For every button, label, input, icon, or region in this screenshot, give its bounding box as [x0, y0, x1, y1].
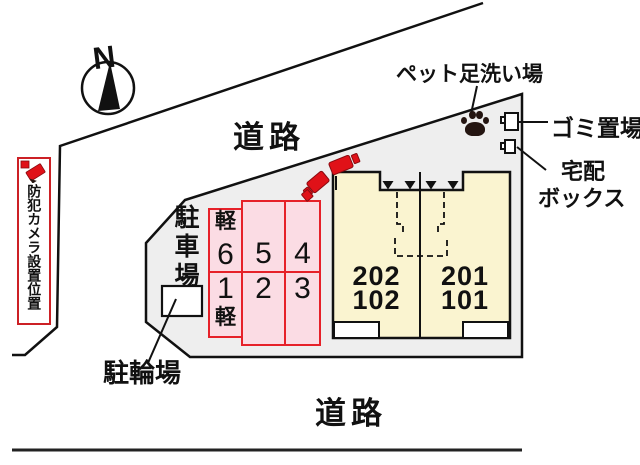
bicycle-leader-line — [147, 298, 177, 364]
garbage-marker-icon — [500, 112, 519, 131]
lot-boundary-line — [12, 1, 484, 357]
parking-number-2: 2 — [255, 272, 272, 305]
entrance-arrow-icons — [382, 181, 459, 190]
parking-cell-1 — [208, 271, 243, 338]
road-label-top: 道路 — [233, 120, 305, 155]
unit-label-right: 201 101 — [420, 261, 510, 315]
delivery-box-label-line2: ボックス — [538, 186, 626, 211]
parking-space-cells — [208, 200, 321, 346]
parking-number-3: 3 — [294, 272, 311, 305]
porch-right — [462, 321, 509, 339]
parking-number-5: 5 — [255, 237, 272, 270]
parking-tag-kei-top: 軽 — [215, 210, 236, 233]
security-camera-legend-label: 防犯カメラ設置位置 — [26, 184, 43, 310]
road-label-bottom: 道路 — [315, 396, 387, 431]
paw-icon — [461, 111, 489, 138]
unit-right-line1: 201 — [440, 261, 490, 291]
compass-north-label: N — [90, 38, 118, 77]
parking-cell-2 — [241, 271, 286, 346]
parking-number-1: 1 — [217, 272, 234, 305]
delivery-leader-line — [516, 146, 547, 171]
parking-number-6: 6 — [217, 238, 234, 271]
bicycle-parking-label: 駐輪場 — [103, 358, 182, 388]
security-camera-legend: 防犯カメラ設置位置 — [17, 157, 51, 325]
unit-label-left: 202 102 — [333, 261, 420, 315]
leader-lines — [147, 85, 548, 364]
parking-lot-label: 駐車場 — [171, 204, 199, 291]
pet-wash-label: ペット足洗い場 — [396, 63, 543, 86]
building-footprint — [331, 170, 512, 340]
unit-left-line2: 102 — [352, 285, 401, 315]
legend-camera-icon — [20, 160, 46, 183]
garbage-label: ゴミ置場 — [551, 115, 640, 141]
parking-cell-4 — [284, 200, 321, 273]
security-camera-icons — [301, 153, 361, 202]
stairwell-dashed-outline — [394, 192, 448, 257]
bicycle-parking-rect — [160, 284, 204, 318]
delivery-box-label-line1: 宅配 — [561, 159, 606, 184]
delivery-box-marker-icon — [500, 139, 516, 154]
unit-left-line1: 202 — [352, 261, 401, 291]
parking-number-4: 4 — [294, 237, 311, 270]
unit-right-line2: 101 — [440, 285, 490, 315]
compass-icon — [80, 60, 136, 116]
parking-tag-kei-bottom: 軽 — [215, 306, 236, 329]
parking-cell-3 — [284, 271, 321, 346]
porch-left — [333, 321, 380, 339]
pet-wash-leader-line — [470, 85, 478, 115]
